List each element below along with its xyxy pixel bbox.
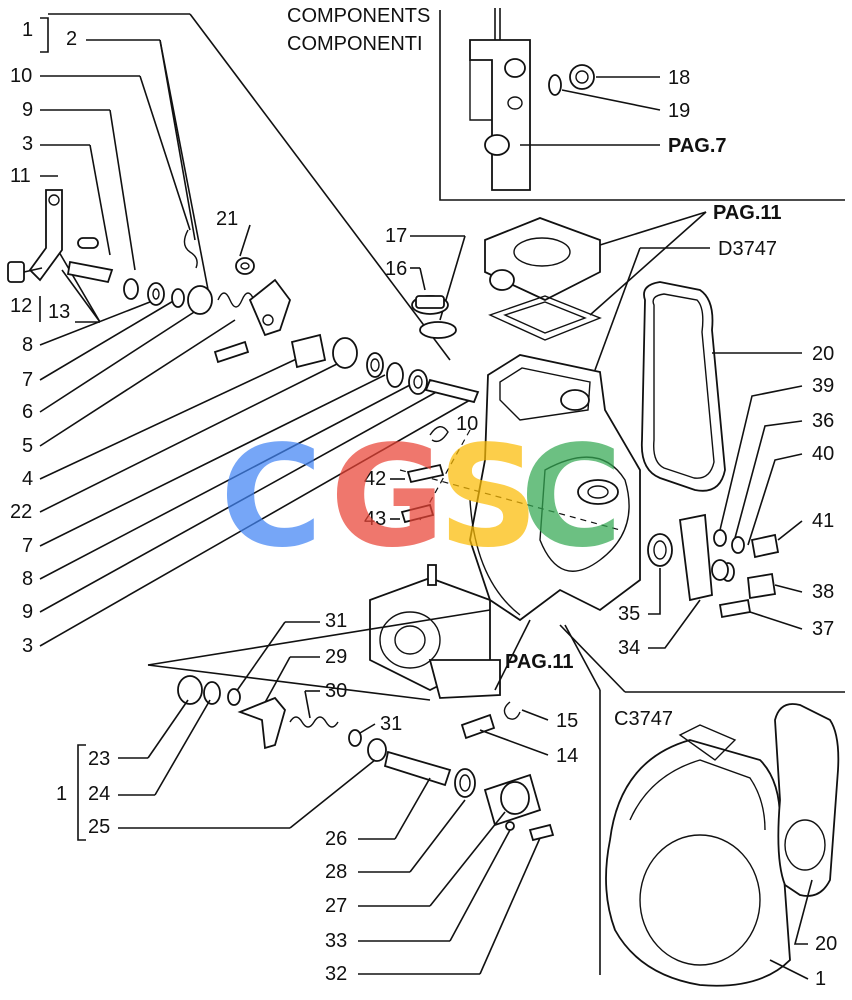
main-housing: 10 42 43 (364, 354, 641, 622)
label-6: 6 (22, 401, 33, 423)
right-parts: 20 39 36 40 41 38 37 35 34 (559, 281, 845, 975)
watermark-s: S (438, 416, 539, 579)
cover-parts: 17 16 PAG.11 D3747 (385, 202, 782, 371)
label-24: 24 (88, 783, 110, 805)
label-16: 16 (385, 258, 407, 280)
governor-group: 31 29 30 31 1 23 24 25 (56, 609, 555, 985)
label-40: 40 (812, 443, 834, 465)
label-9b: 9 (22, 601, 33, 623)
label-31-top: 31 (325, 610, 347, 632)
label-32: 32 (325, 963, 347, 985)
label-12: 12 (10, 295, 32, 317)
left-labels: 1 2 10 9 3 11 12 13 8 7 6 5 4 22 (10, 13, 471, 657)
page-ref-pag7: PAG.7 (668, 135, 727, 157)
linkage-parts: 21 (7, 189, 480, 404)
label-3: 3 (22, 133, 33, 155)
page-ref-pag11-mid: PAG.11 (505, 651, 574, 673)
label-30: 30 (325, 680, 347, 702)
label-35: 35 (618, 603, 640, 625)
label-42: 42 (364, 468, 386, 490)
label-21: 21 (216, 208, 238, 230)
label-2: 2 (66, 28, 77, 50)
label-7: 7 (22, 369, 33, 391)
label-20-right: 20 (812, 343, 834, 365)
c3747-housing: C3747 20 1 (605, 703, 840, 990)
label-8: 8 (22, 334, 33, 356)
label-4: 4 (22, 468, 33, 490)
componenti-label: COMPONENTI (287, 33, 423, 55)
label-7b: 7 (22, 535, 33, 557)
watermark-c2: C (520, 416, 623, 579)
label-5: 5 (22, 435, 33, 457)
label-9: 9 (22, 99, 33, 121)
label-34: 34 (618, 637, 640, 659)
watermark-c1: C (220, 416, 323, 579)
label-39: 39 (812, 375, 834, 397)
label-13: 13 (48, 301, 70, 323)
pump-block: PAG.11 15 14 (369, 564, 578, 767)
label-10: 10 (10, 65, 32, 87)
label-25: 25 (88, 816, 110, 838)
label-36: 36 (812, 410, 834, 432)
label-43: 43 (364, 508, 386, 530)
label-8b: 8 (22, 568, 33, 590)
components-inset: COMPONENTS COMPONENTI 18 19 PAG.7 (287, 5, 845, 201)
label-37: 37 (812, 618, 834, 640)
label-17: 17 (385, 225, 407, 247)
label-31-bottom: 31 (380, 713, 402, 735)
label-14: 14 (556, 745, 578, 767)
label-22: 22 (10, 501, 32, 523)
label-33: 33 (325, 930, 347, 952)
label-1-bottom-left: 1 (56, 783, 67, 805)
cgsc-watermark: C G S C (220, 416, 623, 579)
label-15: 15 (556, 710, 578, 732)
label-29: 29 (325, 646, 347, 668)
label-19: 19 (668, 100, 690, 122)
label-23: 23 (88, 748, 110, 770)
drawing-code-c: C3747 (614, 708, 673, 730)
label-20-bottom: 20 (815, 933, 837, 955)
label-38: 38 (812, 581, 834, 603)
label-3b: 3 (22, 635, 33, 657)
label-27: 27 (325, 895, 347, 917)
label-41: 41 (812, 510, 834, 532)
label-1: 1 (22, 19, 33, 41)
label-28: 28 (325, 861, 347, 883)
label-1-bottom-right: 1 (815, 968, 826, 990)
label-11: 11 (10, 165, 31, 187)
page-ref-pag11-top: PAG.11 (713, 202, 782, 224)
drawing-code-d: D3747 (718, 238, 777, 260)
watermark-g: G (330, 416, 445, 579)
label-18: 18 (668, 67, 690, 89)
label-26: 26 (325, 828, 347, 850)
label-10-mid: 10 (456, 413, 478, 435)
components-label: COMPONENTS (287, 5, 430, 27)
